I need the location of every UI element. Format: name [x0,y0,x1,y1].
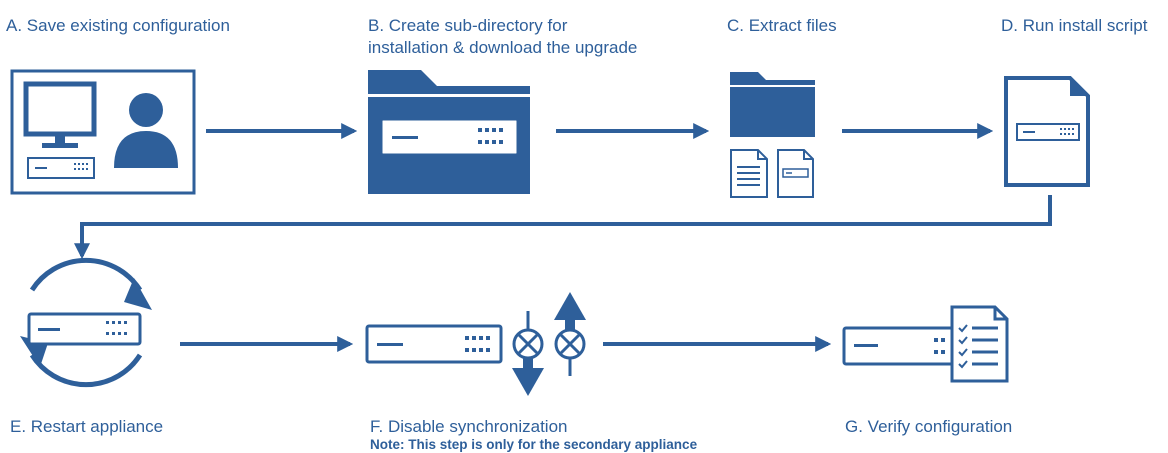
step-g-label: G. Verify configuration [845,417,1013,436]
arrow-icon [74,195,1052,260]
step-f-note: Note: This step is only for the secondar… [370,437,698,452]
monitor-icon [23,81,97,148]
script-file-icon [1004,76,1090,187]
user-icon [114,93,178,168]
valve-icon [512,311,544,396]
step-a-panel [10,69,196,195]
step-f-label: F. Disable synchronization [370,417,568,436]
step-a-label: A. Save existing configuration [6,16,230,35]
document-icon [730,149,768,198]
appliance-icon [27,157,95,179]
step-b-label-line1: B. Create sub-directory for [368,16,568,35]
step-e-label: E. Restart appliance [10,417,164,436]
step-c-label: C. Extract files [727,16,837,35]
folder-icon [730,72,815,137]
document-icon [777,149,814,198]
valve-icon [554,292,586,376]
appliance-icon [842,326,974,366]
step-b-label-line2: installation & download the upgrade [368,38,638,57]
step-d-label: D. Run install script [1001,16,1148,35]
appliance-icon [365,324,503,364]
checklist-icon [950,305,1009,383]
appliance-icon [379,117,520,157]
appliance-icon [27,312,142,346]
